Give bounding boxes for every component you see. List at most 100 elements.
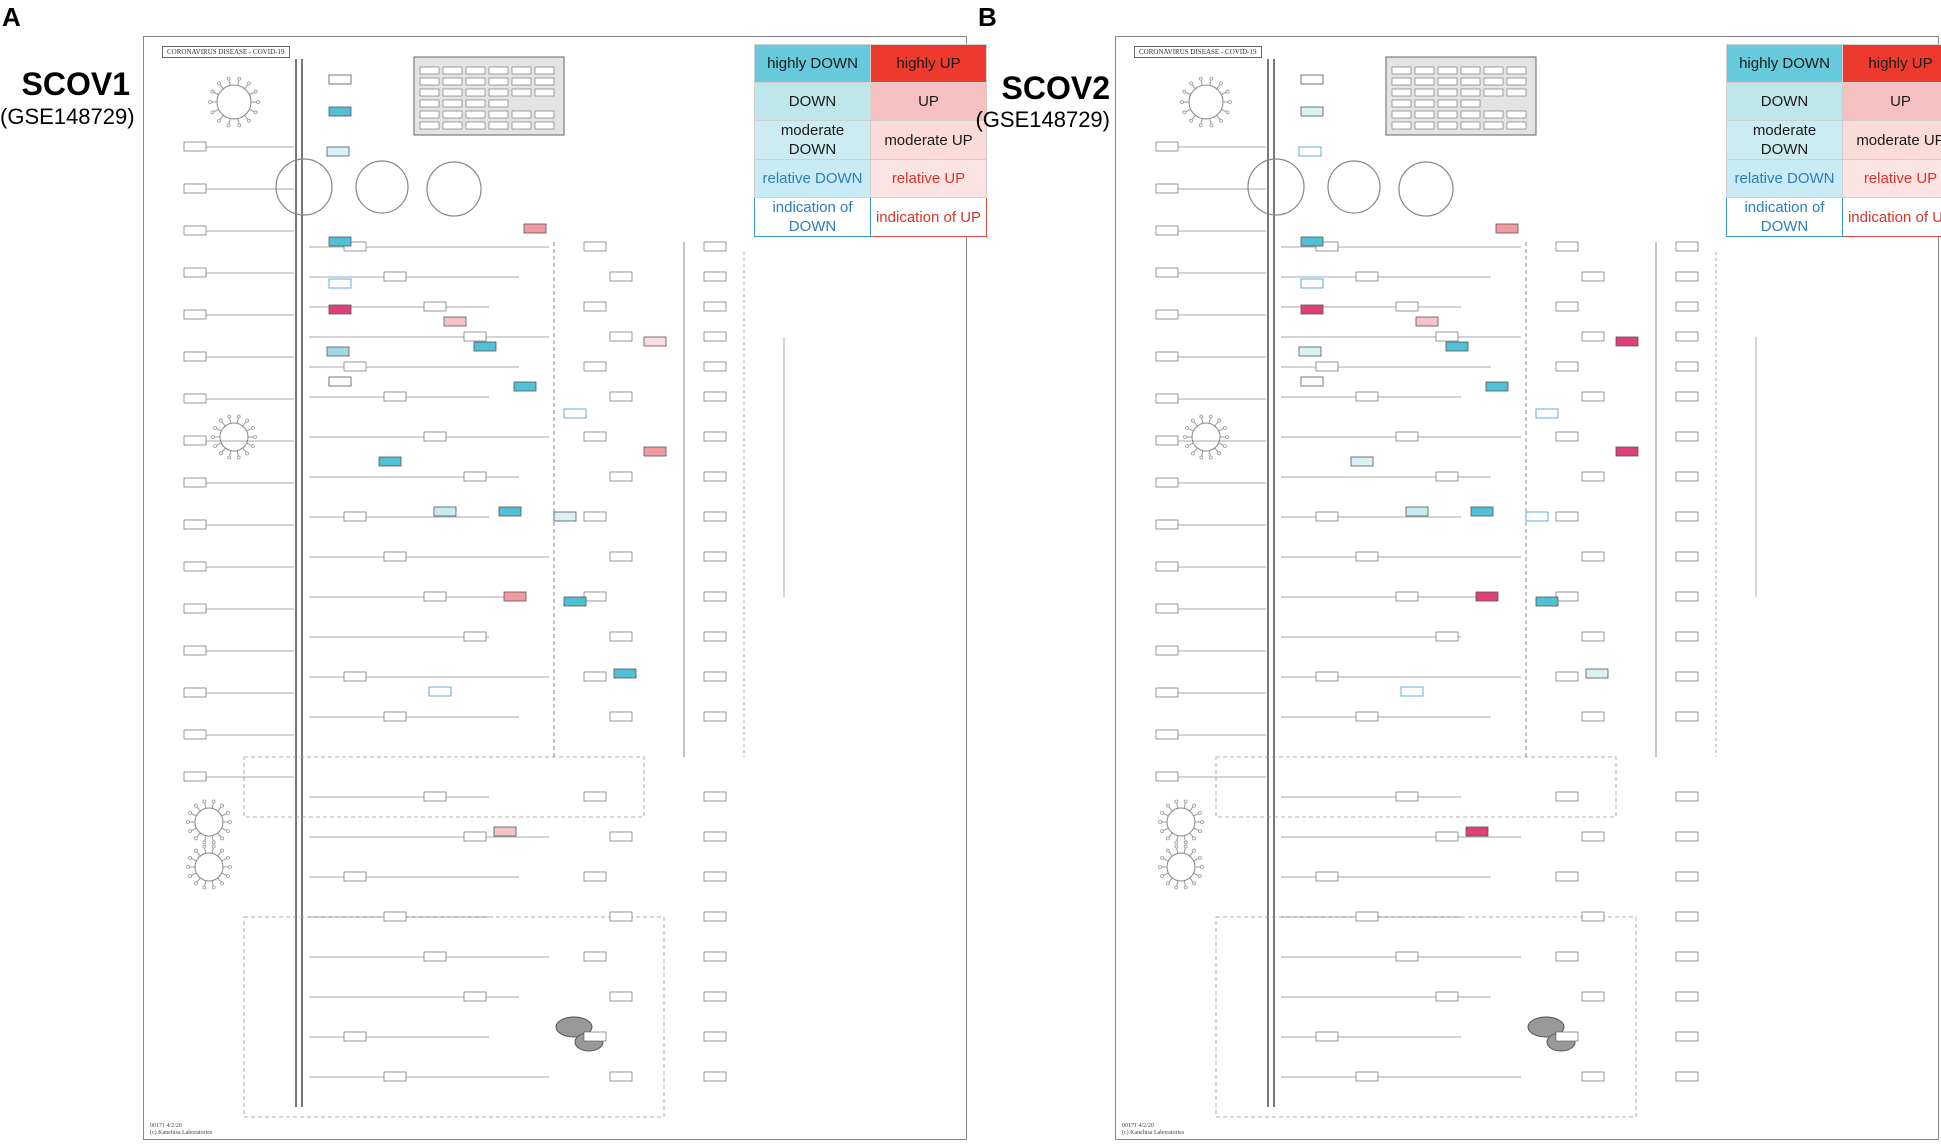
virus-spike [1168, 832, 1173, 838]
gene-box [343, 361, 367, 372]
virus-spike-tip [256, 100, 260, 104]
gene-node [563, 596, 587, 607]
virus-spike-tip [253, 110, 258, 115]
virus-spike-tip [194, 836, 198, 841]
virus-spike-tip [220, 803, 224, 808]
gene-box [1395, 431, 1419, 442]
gene-box [609, 991, 633, 1002]
viral-protein-box [511, 77, 532, 86]
gene-node [523, 223, 547, 234]
gene-box [343, 511, 367, 522]
virus-spike-tip [217, 118, 221, 123]
virus-spike [221, 857, 228, 862]
virus-spike [246, 442, 253, 447]
virus-spike [1214, 421, 1219, 427]
virus-body [1191, 422, 1221, 452]
gene-box [383, 911, 407, 922]
gene-box [423, 301, 447, 312]
gene-box [1155, 603, 1179, 614]
viral-protein-box [1414, 66, 1435, 75]
gene-box [609, 831, 633, 842]
gene-node [473, 341, 497, 352]
virus-spike [1183, 835, 1186, 842]
gene-box [1355, 911, 1379, 922]
gene-box [609, 911, 633, 922]
virus-spike [1183, 802, 1186, 809]
virus-spike [1187, 427, 1194, 432]
virus-spike-tip [186, 865, 190, 869]
gene-box [1555, 431, 1579, 442]
virus-spike [228, 79, 231, 86]
gene-box [1435, 471, 1459, 482]
virus-spike-tip [1183, 840, 1188, 845]
viral-protein-box [1483, 121, 1504, 130]
gene-box [703, 671, 727, 682]
region-frame [243, 916, 665, 1118]
virus-spike-tip [1223, 444, 1227, 449]
virus-spike-tip [1192, 881, 1196, 886]
viral-protein-box [1506, 77, 1527, 86]
virus-spike-tip [1185, 425, 1189, 430]
virus-spike [1193, 827, 1200, 832]
region-frame [1215, 916, 1637, 1118]
gene-box [183, 729, 207, 740]
legend-moderate-up: moderate UP [1842, 120, 1941, 160]
virus-spike [190, 872, 197, 877]
pathway-diagram-a [183, 56, 785, 1118]
virus-spike [211, 880, 214, 887]
viral-protein-box [442, 99, 463, 108]
virus-spike-tip [1198, 123, 1203, 128]
gene-box [343, 671, 367, 682]
viral-protein-box [488, 121, 509, 130]
virus-spike-tip [236, 455, 241, 460]
gene-box [1555, 301, 1579, 312]
gene-box [583, 301, 607, 312]
legend-indication-down: indication of DOWN [754, 197, 871, 237]
virus-spike-tip [253, 435, 257, 439]
gene-node [428, 686, 452, 697]
virus-spike-tip [202, 844, 207, 849]
virus-spike-tip [1192, 803, 1196, 808]
virus-spike [1218, 427, 1225, 432]
virus-spike [217, 806, 222, 812]
legend-moderate-up: moderate UP [870, 120, 987, 160]
gene-node [1585, 668, 1609, 679]
gene-node [1535, 596, 1559, 607]
platelet-shape [1527, 1016, 1565, 1038]
virus-spike [1185, 108, 1191, 113]
gene-box [1675, 431, 1699, 442]
viral-protein-box [1437, 66, 1458, 75]
virus-spike-tip [227, 414, 232, 419]
virus-spike-tip [211, 435, 215, 439]
gene-box [583, 361, 607, 372]
virus-spike-tip [226, 810, 230, 815]
dataset-id-b: (GSE148729) [975, 107, 1110, 132]
virus-spike-tip [1192, 836, 1196, 841]
virus-spike [237, 118, 240, 125]
virus-spike [249, 91, 255, 96]
gene-box [1395, 591, 1419, 602]
gene-box [609, 631, 633, 642]
gene-box [1675, 271, 1699, 282]
virus-spike-tip [1180, 100, 1184, 104]
virus-spike [215, 427, 222, 432]
virus-spike [1189, 851, 1194, 857]
gene-node [1350, 456, 1374, 467]
viral-protein-box [1460, 121, 1481, 130]
gene-box [1675, 791, 1699, 802]
virus-spike [1168, 851, 1173, 857]
gene-box [463, 631, 487, 642]
viral-protein-box [442, 77, 463, 86]
gene-box [1675, 511, 1699, 522]
gene-box [703, 911, 727, 922]
virus-spike-tip [188, 874, 192, 879]
viral-protein-box [465, 110, 486, 119]
gene-box [423, 431, 447, 442]
legend-moderate-down: moderate DOWN [1726, 120, 1843, 160]
gene-node [563, 408, 587, 419]
gene-box [1675, 711, 1699, 722]
gene-box [1675, 631, 1699, 642]
viral-protein-box [1506, 121, 1527, 130]
gene-node [443, 316, 467, 327]
virus-icon [211, 414, 257, 460]
